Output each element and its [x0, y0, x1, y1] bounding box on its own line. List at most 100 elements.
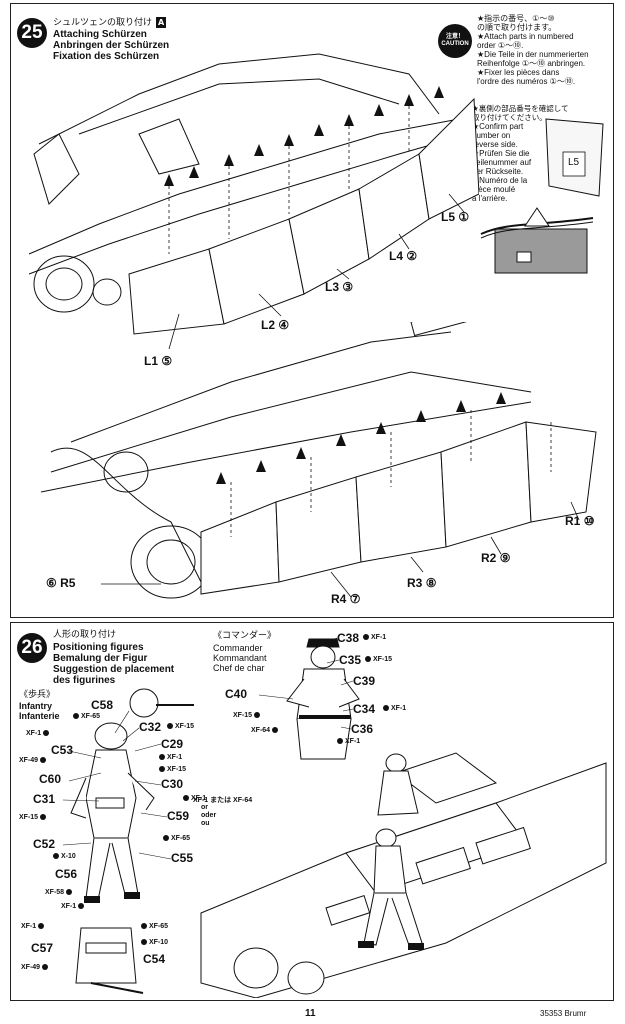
part-label-l4: L4 ② — [389, 249, 418, 263]
part-label-c31: C31 — [33, 792, 56, 806]
paint-dot-icon — [183, 795, 189, 802]
paint-dot-icon — [40, 757, 47, 764]
note-line: 取り付けてください。 — [472, 113, 547, 122]
page-number: 11 — [305, 1008, 316, 1019]
part-label-c59: C59 — [167, 809, 190, 823]
note-line: ★Confirm part — [472, 122, 524, 131]
paint-or-de: oder — [201, 812, 217, 819]
note-line: Teilenummer auf — [472, 158, 532, 167]
paint-dot-icon — [42, 964, 49, 971]
caution-line: order ①〜⑩. — [477, 41, 524, 50]
paint-code: XF-1 — [21, 923, 46, 930]
leader-lines — [62, 637, 354, 860]
infantry-heading-jp: 《歩兵》 — [19, 690, 56, 700]
paint-dot-icon — [78, 903, 85, 910]
kit-code: 35353 Brumr — [540, 1009, 587, 1018]
part-label-r2: R2 ⑨ — [481, 551, 511, 565]
paint-dot-icon — [159, 766, 165, 773]
part-label-c36: C36 — [351, 722, 374, 736]
note-line: pièce moulé — [472, 185, 516, 194]
paint-code-alt: XF-1 または XF-64 — [193, 797, 253, 804]
part-label-c58: C58 — [91, 698, 114, 712]
paint-code: XF-15 — [167, 723, 194, 730]
left-side-hull-illustration — [28, 53, 479, 350]
infantry-figure-illustration — [70, 722, 155, 903]
paint-code: XF-58 — [45, 889, 74, 896]
paint-dot-icon — [365, 656, 371, 663]
commander-heading-en: Commander — [213, 643, 263, 653]
paint-dot-icon — [40, 814, 47, 821]
paint-code: XF-1 — [383, 705, 406, 712]
paint-code: XF-65 — [73, 713, 100, 720]
infantry-heading-fr: Infanterie — [19, 711, 60, 721]
part-label-c40: C40 — [225, 687, 248, 701]
step-title-fr: Suggestion de placement — [53, 664, 175, 675]
paint-dot-icon — [337, 738, 343, 745]
paint-code: XF-65 — [141, 923, 168, 930]
part-tree-a-icon: A — [156, 17, 167, 28]
note-line: der Rückseite. — [472, 167, 524, 176]
paint-dot-icon — [159, 754, 165, 761]
vehicle-with-figures-illustration — [200, 752, 607, 998]
paint-dot-icon — [363, 634, 369, 641]
paint-code: XF-1 — [363, 634, 386, 641]
paint-dot-icon — [43, 730, 50, 737]
paint-code: XF-1 — [159, 754, 182, 761]
plate-part-label: L5 — [568, 157, 580, 168]
paint-dot-icon — [141, 923, 147, 930]
part-label-c38: C38 — [337, 631, 360, 645]
commander-figure-illustration — [286, 638, 360, 760]
paint-code: XF-49 — [21, 964, 50, 971]
part-label-l3: L3 ③ — [325, 280, 354, 294]
step-title-en: Attaching Schürzen — [53, 29, 147, 40]
paint-or-fr: ou — [201, 820, 210, 827]
paint-dot-icon — [66, 889, 73, 896]
paint-code: XF-10 — [141, 939, 168, 946]
commander-heading-fr: Chef de char — [213, 663, 265, 673]
paint-code: XF-15 — [233, 712, 262, 719]
paint-code: X-10 — [53, 853, 76, 860]
commander-heading-jp: 《コマンダー》 — [213, 631, 277, 641]
paint-dot-icon — [167, 723, 173, 730]
note-line: à l'arrière. — [472, 194, 508, 203]
part-label-c55: C55 — [171, 851, 194, 865]
paint-dot-icon — [141, 939, 147, 946]
paint-dot-icon — [38, 923, 45, 930]
caution-line: ★指示の番号、①〜⑩ — [477, 14, 555, 23]
paint-code: XF-1 — [337, 738, 360, 745]
caution-line: l'ordre des numéros ①〜⑩. — [477, 77, 576, 86]
step-title-fr: Fixation des Schürzen — [53, 51, 160, 62]
paint-code: XF-1 — [183, 795, 206, 802]
step-title-jp: 人形の取り付け — [53, 630, 117, 640]
paint-dot-icon — [73, 713, 79, 720]
step-number: 25 — [17, 18, 47, 48]
part-label-c30: C30 — [161, 777, 184, 791]
part-label-r3: R3 ⑧ — [407, 576, 437, 590]
paint-dot-icon — [163, 835, 169, 842]
part-label-r5: ⑥ R5 — [46, 576, 76, 590]
step-title-de: Bemalung der Figur — [53, 653, 148, 664]
step-26-panel: 26 人形の取り付け Positioning figures Bemalung … — [10, 622, 614, 1001]
part-label-l5: L5 ① — [441, 210, 470, 224]
note-line: ★裏側の部品番号を確認して — [472, 104, 569, 113]
part-label-r1: R1 ⑩ — [565, 514, 595, 528]
part-label-c52: C52 — [33, 837, 56, 851]
part-label-c57: C57 — [31, 941, 54, 955]
reverse-side-plate-illustration — [545, 118, 604, 197]
part-label-l2: L2 ④ — [261, 318, 290, 332]
caution-line: ★Attach parts in numbered — [477, 32, 574, 41]
title-jp-text: シュルツェンの取り付け — [53, 18, 153, 28]
caution-line: の順で取り付けます。 — [477, 23, 557, 32]
part-label-c34: C34 — [353, 702, 376, 716]
part-label-l1: L1 ⑤ — [144, 354, 173, 368]
note-line: number on — [472, 131, 511, 140]
part-label-r4: R4 ⑦ — [331, 592, 361, 606]
infantry-heading-en: Infantry — [19, 701, 53, 711]
part-label-c54: C54 — [143, 952, 166, 966]
paint-code: XF-64 — [251, 727, 280, 734]
step-title-fr-2: des figurines — [53, 675, 116, 686]
part-label-c60: C60 — [39, 772, 62, 786]
commander-heading-de: Kommandant — [213, 653, 267, 663]
right-side-hull-illustration — [40, 322, 597, 599]
